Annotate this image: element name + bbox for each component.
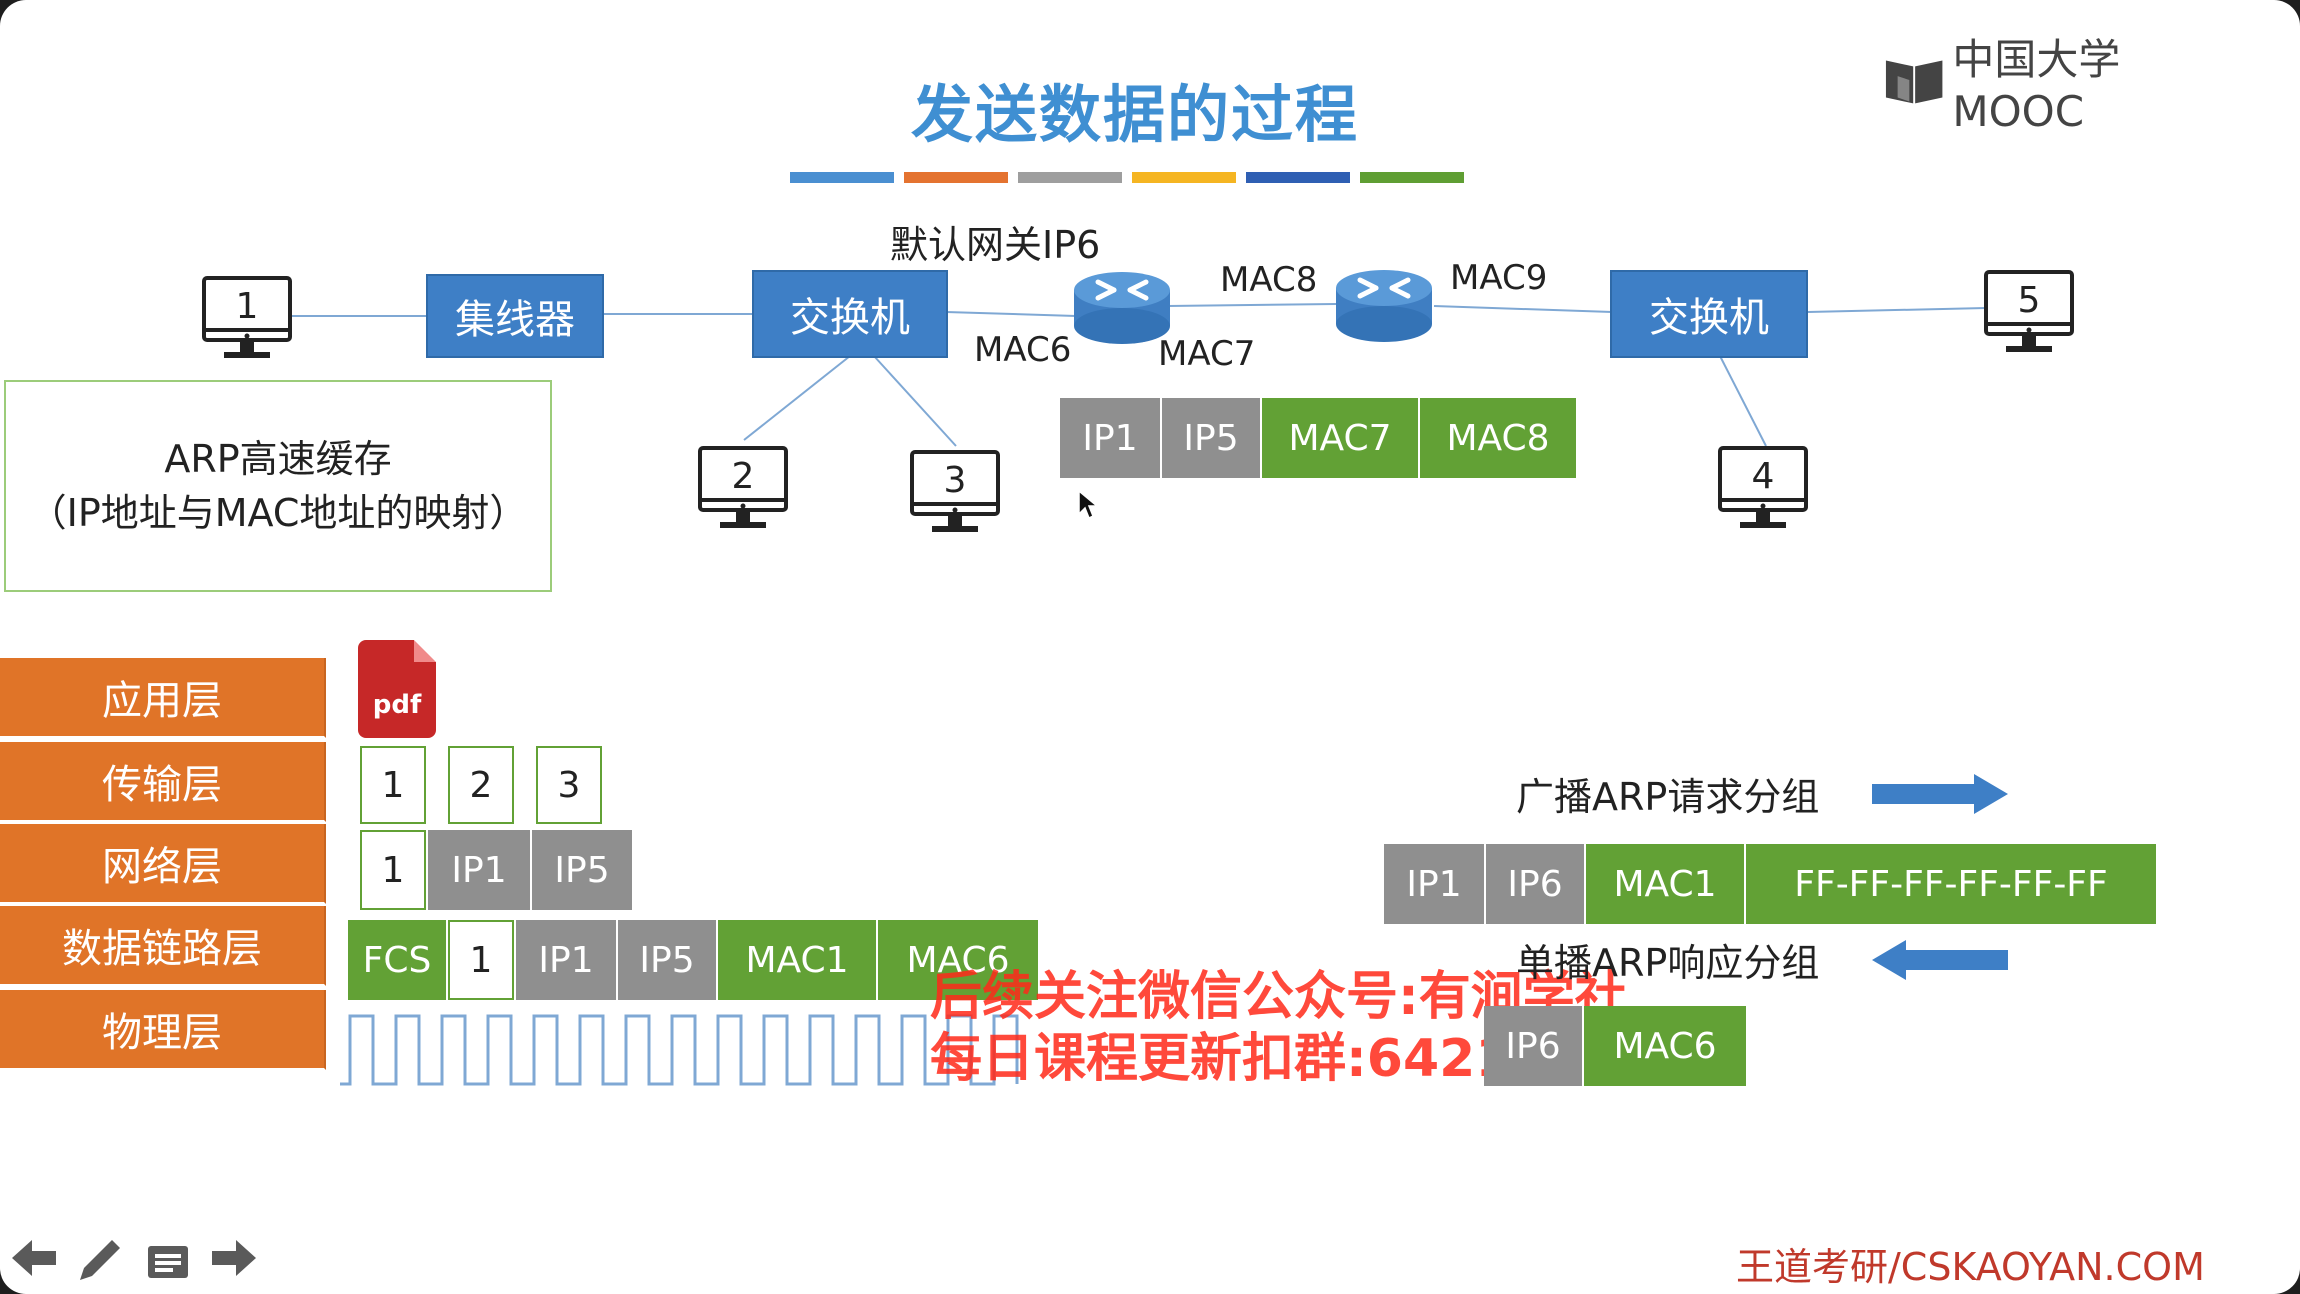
arp-reply-field: IP6 <box>1484 1006 1584 1086</box>
color-bar-6 <box>1360 172 1464 183</box>
arrow-left-blue-icon <box>1872 940 2008 980</box>
color-bar-3 <box>1018 172 1122 183</box>
host-3[interactable]: 3 <box>908 448 1002 538</box>
layer-datalink: 数据链路层 <box>0 906 326 986</box>
arp-cache-title: ARP高速缓存 <box>164 437 392 481</box>
host-label: 1 <box>235 286 259 327</box>
frame-field: IP1 <box>516 920 618 1000</box>
router1-right-port: MAC7 <box>1158 334 1256 374</box>
menu-icon[interactable] <box>146 1244 190 1280</box>
physical-signal <box>340 1014 1019 1086</box>
packet-field: IP5 <box>532 830 632 910</box>
router-icon <box>1074 272 1170 344</box>
frame-top-field: IP1 <box>1060 398 1162 478</box>
host-label: 4 <box>1751 456 1775 497</box>
layer-physical: 物理层 <box>0 990 326 1070</box>
logo-text: 中国大学MOOC <box>1952 35 2121 136</box>
host-5[interactable]: 5 <box>1982 268 2076 358</box>
router-icon <box>1336 270 1432 342</box>
frame-top-field: MAC8 <box>1420 398 1576 478</box>
color-bar-2 <box>904 172 1008 183</box>
router1-left-port: MAC6 <box>974 330 1072 370</box>
network-links <box>292 303 1987 447</box>
arp-request-field: MAC1 <box>1586 844 1746 924</box>
packet-field: IP1 <box>428 830 532 910</box>
host-label: 2 <box>731 456 755 497</box>
monitor-icon <box>910 450 1000 532</box>
layer-network: 网络层 <box>0 824 326 904</box>
frame-field: IP5 <box>618 920 718 1000</box>
color-bar-4 <box>1132 172 1236 183</box>
arrow-right-blue-icon <box>1872 774 2008 814</box>
footer-brand: 王道考研/CSKAOYAN.COM <box>1736 1245 2205 1289</box>
switch-right[interactable]: 交换机 <box>1610 270 1808 358</box>
transport-segment: 1 <box>360 746 426 824</box>
host-4[interactable]: 4 <box>1716 444 1810 534</box>
arrow-left-icon[interactable] <box>10 1236 58 1280</box>
host-2[interactable]: 2 <box>696 444 790 534</box>
frame-field: FCS <box>348 920 448 1000</box>
arp-request-field: FF-FF-FF-FF-FF-FF <box>1746 844 2156 924</box>
arp-cache-subtitle: （IP地址与MAC地址的映射） <box>28 491 528 535</box>
pdf-icon: pdf <box>358 640 436 738</box>
arp-request-field: IP1 <box>1384 844 1486 924</box>
pdf-label: pdf <box>372 690 422 720</box>
router2-right-port: MAC9 <box>1450 258 1548 298</box>
layer-application: 应用层 <box>0 658 326 738</box>
mooc-logo: 中国大学MOOC <box>1884 35 2244 136</box>
host-label: 5 <box>2017 280 2041 321</box>
router-1[interactable] <box>1072 270 1172 346</box>
arp-reply-label: 单播ARP响应分组 <box>1516 941 1820 985</box>
pen-icon[interactable] <box>76 1236 124 1284</box>
arrow-right-icon[interactable] <box>210 1236 258 1280</box>
gateway-label: 默认网关IP6 <box>890 223 1101 267</box>
layer-transport: 传输层 <box>0 742 326 822</box>
packet-field: 1 <box>360 830 426 910</box>
color-bar-1 <box>790 172 894 183</box>
arp-reply-field: MAC6 <box>1584 1006 1746 1086</box>
router2-left-port: MAC8 <box>1220 260 1318 300</box>
router-2[interactable] <box>1334 268 1434 344</box>
color-bar-5 <box>1246 172 1350 183</box>
frame-field: 1 <box>448 920 514 1000</box>
monitor-icon <box>1718 446 1808 528</box>
transport-segment: 3 <box>536 746 602 824</box>
arp-cache-box: ARP高速缓存 （IP地址与MAC地址的映射） <box>4 380 552 592</box>
hub[interactable]: 集线器 <box>426 274 604 358</box>
arp-request-field: IP6 <box>1486 844 1586 924</box>
frame-field: MAC6 <box>878 920 1038 1000</box>
book-icon <box>1885 60 1943 104</box>
monitor-icon <box>1984 270 2074 352</box>
transport-segment: 2 <box>448 746 514 824</box>
frame-field: MAC1 <box>718 920 878 1000</box>
frame-top-field: MAC7 <box>1262 398 1420 478</box>
page-title: 发送数据的过程 <box>910 78 1359 151</box>
host-1[interactable]: 1 <box>200 274 294 364</box>
arp-request-label: 广播ARP请求分组 <box>1516 775 1820 819</box>
host-label: 3 <box>943 460 967 501</box>
monitor-icon <box>698 446 788 528</box>
switch-left[interactable]: 交换机 <box>752 270 948 358</box>
monitor-icon <box>202 276 292 358</box>
cursor-icon <box>1078 490 1098 520</box>
frame-top-field: IP5 <box>1162 398 1262 478</box>
